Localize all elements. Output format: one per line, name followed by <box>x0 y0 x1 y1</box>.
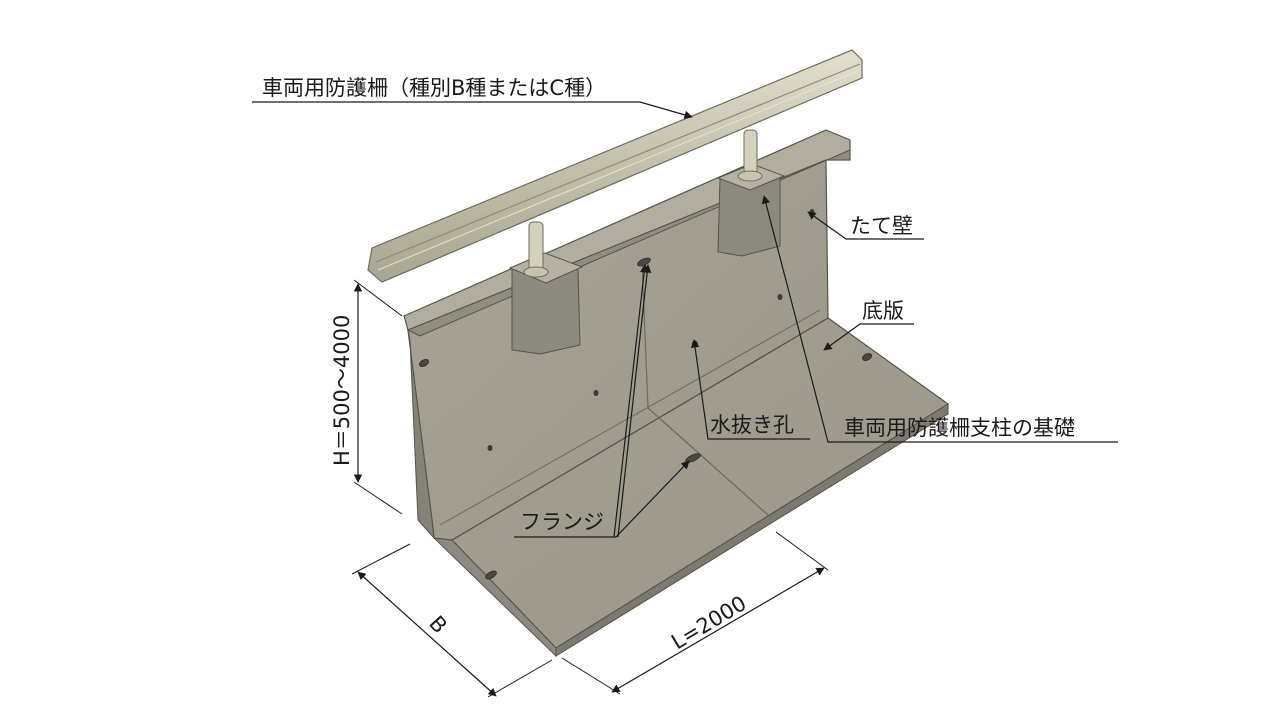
dim-length-ext-1 <box>561 657 621 695</box>
dim-width-ext-1 <box>351 543 411 575</box>
dim-height-ext-bottom <box>353 481 403 515</box>
dim-height-text: H＝500～4000 <box>330 315 354 466</box>
leader-drain <box>690 339 810 440</box>
label-flange: フランジ <box>520 510 604 534</box>
leader-flange-1 <box>613 264 649 538</box>
leader-slab <box>823 323 914 351</box>
post-base-right <box>737 170 763 182</box>
drain-hole <box>593 390 599 396</box>
dim-length-ext-2 <box>775 531 829 571</box>
dim-length-line <box>611 567 825 693</box>
slab-joint-seam <box>647 407 769 516</box>
dim-width-ext-2 <box>487 659 553 698</box>
label-drain: 水抜き孔 <box>710 413 794 437</box>
label-wall: たて壁 <box>850 214 913 238</box>
beam-groove <box>377 69 861 271</box>
label-post-foundation: 車両用防護柵支柱の基礎 <box>844 416 1075 440</box>
drain-hole <box>487 445 493 451</box>
flange-slot <box>861 353 873 361</box>
fillet-line <box>439 309 821 526</box>
post-foundation-left <box>508 252 584 355</box>
leader-flange-2 <box>617 264 652 538</box>
leader-guardrail <box>252 101 693 119</box>
dim-width-text: B <box>424 611 451 638</box>
label-guardrail: 車両用防護柵（種別B種またはC種） <box>262 76 606 100</box>
dim-length-text: L=2000 <box>667 591 750 654</box>
guardrail <box>367 49 863 283</box>
annotations: 車両用防護柵（種別B種またはC種） たて壁 底版 水抜き孔 車両用防護柵支柱の基… <box>252 76 1118 538</box>
guardrail-beam <box>367 49 863 283</box>
leader-flange-3 <box>615 460 690 538</box>
flange-slot <box>419 358 429 368</box>
beam-groove <box>375 63 861 263</box>
leader-wall <box>807 211 924 240</box>
guardrail-post-left <box>528 221 544 275</box>
dim-height-ext-top <box>353 279 403 317</box>
post-base-left <box>523 266 549 278</box>
drain-hole <box>777 294 783 300</box>
label-slab: 底版 <box>862 299 904 323</box>
dim-width-line <box>357 571 497 697</box>
concrete-block <box>403 129 950 658</box>
leader-post-foundation <box>761 195 1118 443</box>
